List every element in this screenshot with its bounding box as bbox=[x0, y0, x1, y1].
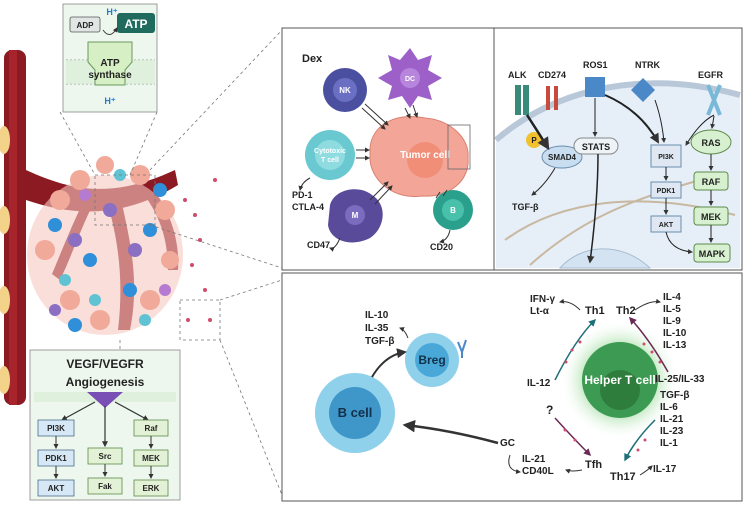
zoom-lines bbox=[59, 29, 283, 496]
ras-label: RAS bbox=[701, 138, 720, 148]
th17-in-4: IL-23 bbox=[660, 426, 684, 437]
th17-in-5: IL-1 bbox=[660, 438, 678, 449]
raf-label: RAF bbox=[702, 177, 721, 187]
nk-label: NK bbox=[339, 86, 351, 95]
vegf-title: VEGF/VEGFR bbox=[66, 357, 144, 371]
egfr-label: EGFR bbox=[698, 70, 724, 80]
tfh-cyto-2: CD40L bbox=[522, 466, 554, 477]
vegf-mek: MEK bbox=[142, 454, 160, 463]
th2-label: Th2 bbox=[616, 305, 636, 317]
vegf-erk: ERK bbox=[143, 484, 160, 493]
b-label: B bbox=[450, 206, 456, 215]
tfh-cyto-1: IL-21 bbox=[522, 454, 546, 465]
th1-cyto-1: IFN-γ bbox=[530, 294, 555, 305]
ntrk-receptor bbox=[631, 78, 655, 102]
question-label: ? bbox=[546, 403, 553, 417]
synthase-shape bbox=[87, 41, 133, 86]
breg-cyto-1: IL-10 bbox=[365, 310, 389, 321]
helper-t-label: Helper T cell bbox=[584, 373, 655, 387]
th2-cyto-4: IL-10 bbox=[663, 328, 687, 339]
vegf-akt: AKT bbox=[48, 484, 65, 493]
th1-label: Th1 bbox=[585, 305, 605, 317]
dc-label: DC bbox=[405, 76, 415, 83]
il17-label: IL-17 bbox=[653, 464, 677, 475]
breg-cyto-3: TGF-β bbox=[365, 336, 394, 347]
vegfr-receptor-icon bbox=[87, 392, 123, 408]
smad4-node bbox=[541, 145, 583, 169]
cd20-label: CD20 bbox=[430, 242, 453, 252]
vegf-pi3k: PI3K bbox=[47, 424, 65, 433]
alk-label: ALK bbox=[508, 70, 527, 80]
gc-label: GC bbox=[500, 438, 515, 449]
mek-label: MEK bbox=[701, 212, 722, 222]
vegf-src: Src bbox=[99, 452, 112, 461]
signaling-panel: ALK CD274 ROS1 NTRK EGFR P SMAD4 STATS T… bbox=[493, 27, 743, 271]
adp-box bbox=[69, 16, 101, 33]
th17-in-3: IL-21 bbox=[660, 414, 684, 425]
stats-node bbox=[573, 137, 619, 155]
vegf-akt-box bbox=[37, 479, 75, 497]
helper-panel: IL-10 IL-35 TGF-β Breg B cell Helper T c… bbox=[281, 272, 743, 502]
synthase-label-2: synthase bbox=[88, 70, 132, 81]
tfh-label: Tfh bbox=[585, 459, 602, 471]
tumor-cell-label: Tumor cell bbox=[400, 150, 450, 161]
adp-label: ADP bbox=[77, 21, 95, 30]
p-label: P bbox=[531, 136, 537, 145]
cytotoxic-label-2: T cell bbox=[321, 157, 339, 164]
ntrk-label: NTRK bbox=[635, 60, 660, 70]
m-label: M bbox=[352, 211, 359, 220]
atp-box bbox=[117, 13, 155, 33]
cytotoxic-label-1: Cytotoxic bbox=[314, 148, 346, 155]
proton-bottom: H⁺ bbox=[104, 96, 115, 106]
tgfb-label: TGF-β bbox=[512, 202, 539, 212]
vegf-fak-box bbox=[87, 477, 123, 495]
th17-in-1: TGF-β bbox=[660, 390, 689, 401]
mapk-box bbox=[693, 243, 731, 263]
vegf-fak: Fak bbox=[98, 482, 112, 491]
th17-in-2: IL-6 bbox=[660, 402, 678, 413]
sig-akt: AKT bbox=[659, 222, 674, 229]
vegf-panel: VEGF/VEGFR Angiogenesis PI3K PDK1 AKT Sr… bbox=[29, 349, 181, 501]
ctla4-label: CTLA-4 bbox=[292, 202, 324, 212]
dex-label: Dex bbox=[302, 53, 323, 65]
immune-panel: Dex Tumor cell NK DC Cytotoxic T cell M … bbox=[281, 27, 495, 271]
tumor-mass bbox=[27, 156, 217, 335]
synthase-label-1: ATP bbox=[100, 58, 120, 69]
cd274-label: CD274 bbox=[538, 70, 566, 80]
pd1-label: PD-1 bbox=[292, 190, 313, 200]
cytokine-dots bbox=[563, 340, 662, 452]
mapk-label: MAPK bbox=[699, 249, 726, 259]
th1-cyto-2: Lt-α bbox=[530, 306, 550, 317]
th2-cyto-1: IL-4 bbox=[663, 292, 681, 303]
proton-top: H⁺ bbox=[106, 7, 117, 17]
atp-synthase-panel: ADP ATP H⁺ ATP synthase H⁺ bbox=[62, 3, 158, 113]
vegf-erk-box bbox=[133, 479, 169, 497]
th2-cyto-2: IL-5 bbox=[663, 304, 681, 315]
vegf-pdk1: PDK1 bbox=[45, 454, 67, 463]
cd47-label: CD47 bbox=[307, 240, 330, 250]
vegf-raf: Raf bbox=[145, 424, 158, 433]
stats-label: STATS bbox=[582, 142, 610, 152]
b-cell-label: B cell bbox=[338, 405, 373, 420]
ros1-label: ROS1 bbox=[583, 60, 608, 70]
breg-cyto-2: IL-35 bbox=[365, 323, 389, 334]
th17-label: Th17 bbox=[610, 471, 636, 483]
il25-label: IL-25/IL-33 bbox=[655, 374, 705, 385]
smad4-label: SMAD4 bbox=[548, 153, 577, 162]
breg-receptor-icon bbox=[457, 339, 467, 358]
angiogenesis-title: Angiogenesis bbox=[66, 375, 145, 389]
sig-pdk1: PDK1 bbox=[657, 188, 676, 195]
il12-label: IL-12 bbox=[527, 378, 551, 389]
sig-pi3k: PI3K bbox=[658, 154, 674, 161]
th2-cyto-5: IL-13 bbox=[663, 340, 687, 351]
breg-label: Breg bbox=[418, 353, 445, 367]
atp-label: ATP bbox=[124, 17, 147, 31]
ros1-receptor bbox=[585, 77, 605, 97]
th2-cyto-3: IL-9 bbox=[663, 316, 681, 327]
